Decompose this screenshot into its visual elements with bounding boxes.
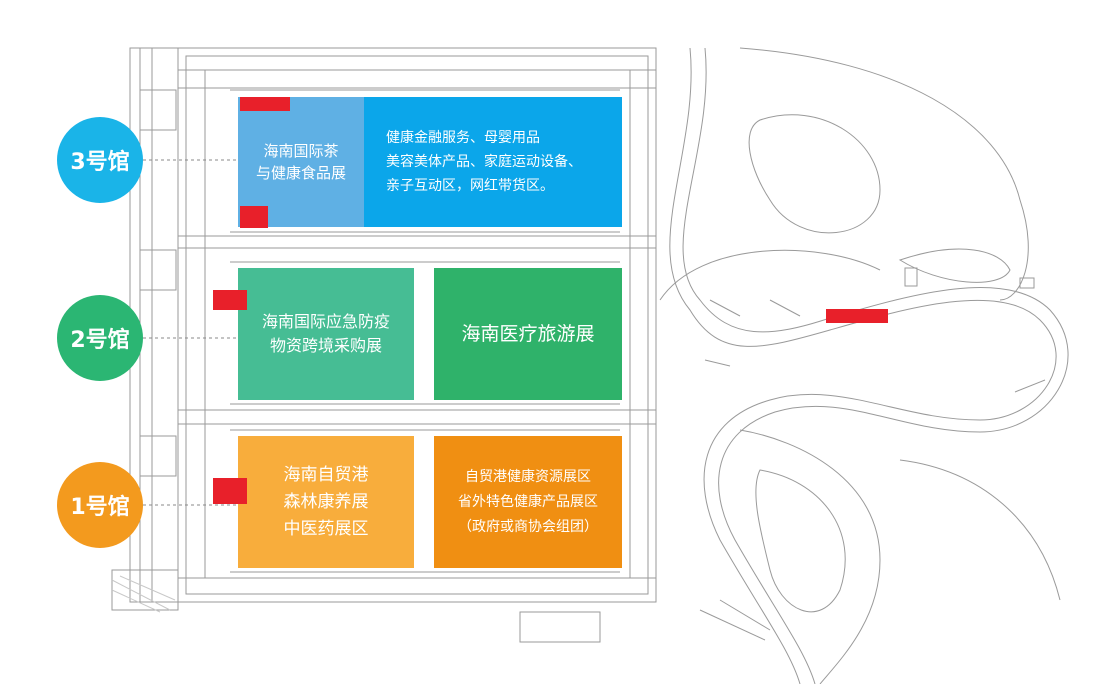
hall-badge-label: 1号馆	[70, 495, 130, 520]
hall1-zone-forest-wellness: 海南自贸港 森林康养展 中医药展区	[238, 436, 414, 568]
red-marker	[240, 97, 290, 111]
zone-label: 自贸港健康资源展区 省外特色健康产品展区 （政府或商协会组团）	[458, 468, 598, 535]
zone-label: 海南自贸港 森林康养展 中医药展区	[283, 464, 369, 539]
zone-label: 海南国际茶 与健康食品展	[255, 142, 346, 182]
hall2-zone-medical-tourism: 海南医疗旅游展	[434, 268, 622, 400]
zone-label: 海南医疗旅游展	[461, 323, 595, 345]
hall3-badge: 3号馆	[57, 117, 143, 203]
hall1-zone-health-resources: 自贸港健康资源展区 省外特色健康产品展区 （政府或商协会组团）	[434, 436, 622, 568]
hall-badge-label: 2号馆	[70, 328, 130, 353]
hall-badge-label: 3号馆	[70, 150, 130, 175]
hall2-zone-emergency-supplies: 海南国际应急防疫 物资跨境采购展	[238, 268, 414, 400]
red-marker	[213, 478, 247, 504]
red-marker	[826, 309, 888, 323]
hall2-badge: 2号馆	[57, 295, 143, 381]
hall3-zone-health-products: 健康金融服务、母婴用品 美容美体产品、家庭运动设备、 亲子互动区，网红带货区。	[364, 97, 622, 227]
zone-label: 海南国际应急防疫 物资跨境采购展	[261, 312, 390, 355]
red-marker	[213, 290, 247, 310]
hall1-badge: 1号馆	[57, 462, 143, 548]
red-marker	[240, 206, 268, 228]
hall3-zone-tea-health-food: 海南国际茶 与健康食品展	[238, 97, 364, 227]
zone-label: 健康金融服务、母婴用品 美容美体产品、家庭运动设备、 亲子互动区，网红带货区。	[386, 130, 582, 194]
